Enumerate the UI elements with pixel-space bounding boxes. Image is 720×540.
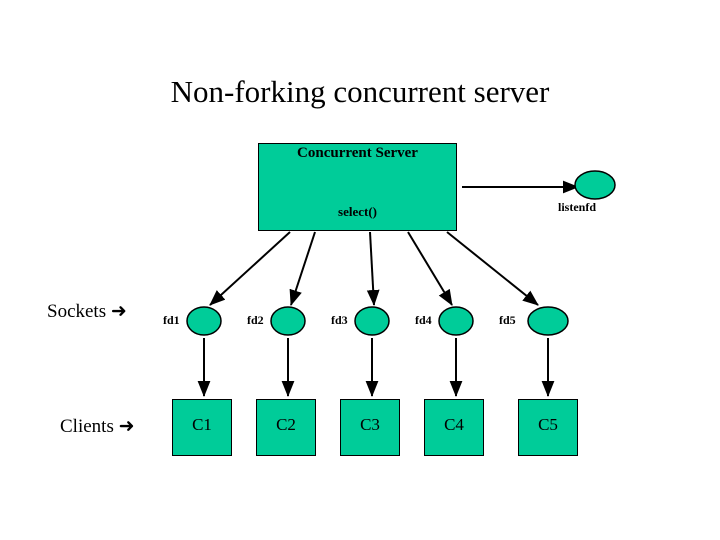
arrow-server-fd1 xyxy=(209,231,291,306)
socket-circle-fd5 xyxy=(527,306,569,336)
socket-label-fd2: fd2 xyxy=(247,313,264,327)
socket-circle-fd4 xyxy=(438,306,474,336)
sockets-row-label: Sockets ➜ xyxy=(47,301,127,322)
listenfd-circle xyxy=(574,170,616,200)
concurrent-server-box xyxy=(258,143,457,231)
arrow-server-fd3 xyxy=(366,231,380,306)
socket-label-fd1: fd1 xyxy=(163,313,180,327)
listenfd-label: listenfd xyxy=(558,200,597,214)
client-box-c2 xyxy=(256,399,316,456)
arrow-server-fd4 xyxy=(407,231,453,306)
page-title: Non-forking concurrent server xyxy=(170,74,550,109)
arrow-server-fd2 xyxy=(289,231,316,306)
client-label-c3: C3 xyxy=(360,415,380,434)
clients-row-label: Clients ➜ xyxy=(60,416,135,437)
client-label-c4: C4 xyxy=(444,415,464,434)
client-box-c5 xyxy=(518,399,578,456)
select-call-label: select() xyxy=(338,204,377,219)
client-label-c5: C5 xyxy=(538,415,558,434)
concurrent-server-label: Concurrent Server xyxy=(297,145,418,161)
client-box-c4 xyxy=(424,399,484,456)
socket-label-fd4: fd4 xyxy=(415,313,432,327)
arrow-server-fd5 xyxy=(446,231,539,306)
socket-circle-fd3 xyxy=(354,306,390,336)
socket-label-fd5: fd5 xyxy=(499,313,516,327)
socket-circle-fd1 xyxy=(186,306,222,336)
socket-circle-fd2 xyxy=(270,306,306,336)
client-label-c2: C2 xyxy=(276,415,296,434)
client-box-c3 xyxy=(340,399,400,456)
client-label-c1: C1 xyxy=(192,415,212,434)
client-box-c1 xyxy=(172,399,232,456)
socket-label-fd3: fd3 xyxy=(331,313,348,327)
